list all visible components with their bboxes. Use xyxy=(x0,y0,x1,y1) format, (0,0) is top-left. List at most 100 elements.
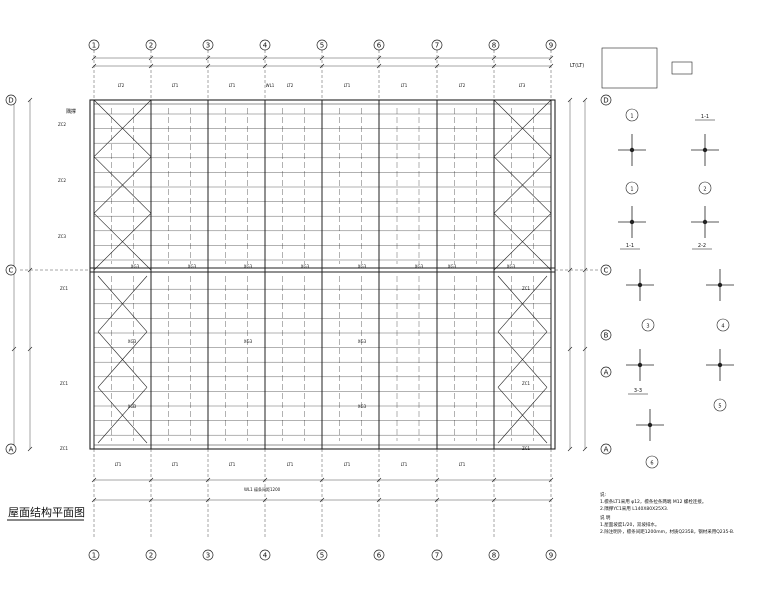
dim-tick xyxy=(376,497,382,503)
roof-brace xyxy=(493,156,552,214)
grid-label-top: 4 xyxy=(263,42,268,50)
dim-tick xyxy=(491,497,497,503)
grid-label-top: 7 xyxy=(435,42,439,50)
grid-axis-bubble xyxy=(88,39,100,51)
dim-tick xyxy=(27,446,33,452)
beam-label-top: LT2 xyxy=(459,83,466,88)
bolt-mark xyxy=(629,147,635,153)
grid-axis-bubble xyxy=(5,443,17,455)
dim-tick xyxy=(27,346,33,352)
dim-tick xyxy=(491,55,497,61)
roof-brace xyxy=(93,99,152,157)
bottom-beam-note: WL1 檩条间距1200 xyxy=(244,486,281,492)
dim-tick xyxy=(11,346,17,352)
dim-tick xyxy=(582,97,588,103)
dim-tick xyxy=(434,55,440,61)
node-detail-title: LT(LT) xyxy=(570,63,584,69)
tie-bar-label: XG3 xyxy=(358,404,367,409)
dim-tick xyxy=(148,55,154,61)
bolt-mark xyxy=(717,362,723,368)
dim-tick xyxy=(582,346,588,352)
dim-tick xyxy=(262,55,268,61)
dim-tick xyxy=(319,477,325,483)
grid-label-top: 8 xyxy=(492,42,496,50)
node-label: 2 xyxy=(703,187,706,193)
dim-tick xyxy=(548,497,554,503)
grid-axis-bubble xyxy=(5,94,17,106)
grid-label-right: B xyxy=(604,332,609,340)
grid-axis-bubble xyxy=(431,39,443,51)
note-4: 1.屋面坡度1/20，双坡排水。 xyxy=(600,521,659,528)
beam-label-bottom: LT1 xyxy=(287,462,294,467)
grid-axis-bubble xyxy=(431,549,443,561)
grid-label-top: 6 xyxy=(377,42,382,50)
bolt-mark xyxy=(637,362,643,368)
beam-label-top: LT1 xyxy=(229,83,236,88)
grid-label-bottom: 4 xyxy=(263,552,268,560)
grid-axis-bubble xyxy=(145,549,157,561)
dim-tick xyxy=(548,63,554,69)
grid-axis-bubble xyxy=(600,94,612,106)
dim-tick xyxy=(567,267,573,273)
tie-bar-label: XG3 xyxy=(415,264,424,269)
grid-axis-bubble xyxy=(488,39,500,51)
dim-tick xyxy=(319,55,325,61)
section-label: 1-1 xyxy=(701,114,709,120)
tie-bar-label: XG3 xyxy=(128,339,137,344)
tie-bar-label: XG3 xyxy=(507,264,516,269)
section-label: 2-2 xyxy=(698,243,706,249)
note-1: 1.檩条LT1采用 φ12，檩条拉条两端 M12 螺栓连接。 xyxy=(600,498,706,505)
grid-label-bottom: 6 xyxy=(377,552,382,560)
grid-axis-bubble xyxy=(259,39,271,51)
node-label: 1 xyxy=(630,114,633,120)
tie-bar-label: XG3 xyxy=(188,264,197,269)
section-marker xyxy=(641,318,655,332)
dim-tick xyxy=(376,55,382,61)
grid-axis-bubble xyxy=(600,329,612,341)
dim-tick xyxy=(91,55,97,61)
beam-label-top: LT2 xyxy=(118,83,125,88)
bolt-mark xyxy=(702,219,708,225)
section-marker xyxy=(625,181,639,195)
grid-axis-bubble xyxy=(316,39,328,51)
grid-label-bottom: 3 xyxy=(206,552,210,560)
bolt-mark xyxy=(629,219,635,225)
section-marker xyxy=(698,181,712,195)
dim-tick xyxy=(582,446,588,452)
dim-tick xyxy=(91,63,97,69)
beam-label-top: LT1 xyxy=(344,83,351,88)
grid-label-bottom: 7 xyxy=(435,552,439,560)
dim-tick xyxy=(205,63,211,69)
roof-brace xyxy=(493,99,552,157)
grid-label-bottom: 9 xyxy=(549,552,553,560)
grid-label-bottom: 5 xyxy=(320,552,324,560)
dim-tick xyxy=(262,497,268,503)
bolt-mark xyxy=(717,282,723,288)
section-marker xyxy=(625,108,639,122)
node-label: 5 xyxy=(718,404,721,410)
beam-label-bottom: LT1 xyxy=(459,462,466,467)
grid-label-right: A xyxy=(604,369,609,377)
dim-tick xyxy=(205,55,211,61)
bracing-label-left: ZC2 xyxy=(58,122,67,127)
dim-tick xyxy=(434,63,440,69)
grid-label-left: A xyxy=(9,446,14,454)
bracing-label-right: ZC1 xyxy=(522,446,531,451)
dim-tick xyxy=(567,446,573,452)
grid-axis-bubble xyxy=(600,443,612,455)
beam-label-top: LT1 xyxy=(401,83,408,88)
dim-tick xyxy=(27,267,33,273)
tie-bar-label: XG3 xyxy=(244,264,253,269)
tie-bar-label: XG3 xyxy=(448,264,457,269)
node-detail-frame xyxy=(601,47,658,89)
grid-axis-bubble xyxy=(145,39,157,51)
dim-tick xyxy=(205,497,211,503)
node-label: 6 xyxy=(650,461,653,467)
dim-tick xyxy=(148,63,154,69)
dim-tick xyxy=(491,477,497,483)
node-details xyxy=(601,47,734,469)
tie-bar-label: XG3 xyxy=(358,339,367,344)
tie-bar-label: XG3 xyxy=(131,264,140,269)
